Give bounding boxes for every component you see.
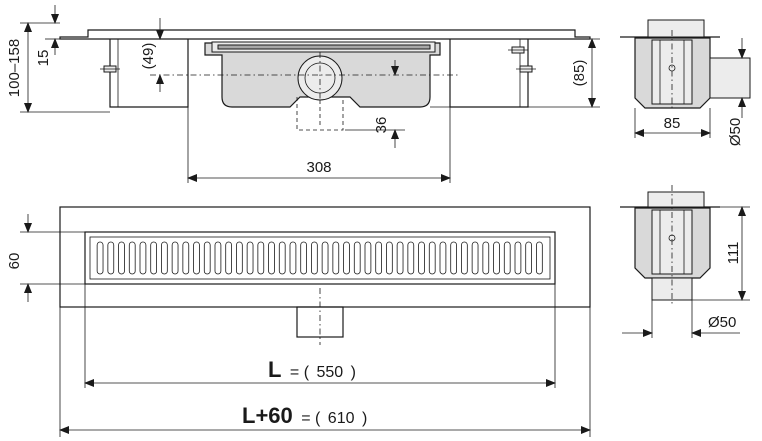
L-value: 550 [316, 364, 343, 381]
side2-top-block [647, 191, 705, 208]
grate-slot [503, 241, 511, 275]
grate-slot [525, 241, 533, 275]
grate-slot [439, 241, 447, 275]
grate-slot [321, 241, 329, 275]
L60-symbol: L+60 [242, 403, 293, 428]
L60-value: 610 [328, 410, 355, 427]
grate-slot [150, 241, 158, 275]
grate-slot [161, 241, 168, 275]
grate-slot [300, 241, 307, 275]
screw-right-a [508, 46, 528, 54]
screw-left [100, 65, 120, 73]
grate-slot [514, 241, 522, 275]
side-view-bottom: 111 Ø50 [620, 185, 750, 338]
grate-slot [375, 241, 382, 275]
dim-L-label: L = ( 550 ) [268, 357, 356, 382]
plan-view: 60 L = ( 550 ) L+60 = ( 610 ) [6, 206, 591, 437]
grate-slot [139, 241, 147, 275]
grate-slot [471, 241, 479, 275]
grate-slot [332, 241, 340, 275]
grate-slot [343, 241, 350, 275]
grate-slot [182, 241, 190, 275]
grate-slot [353, 241, 361, 275]
grate-slot [246, 241, 254, 275]
grate-bar [217, 44, 431, 50]
L-symbol: L [268, 357, 281, 382]
grate-slot [407, 241, 415, 275]
grate-slot [461, 241, 468, 275]
grate-slot [311, 241, 318, 275]
dim-height-range: 100–158 [6, 39, 23, 97]
outlet-pipe-hidden [296, 97, 344, 131]
plan-grate-outer [84, 231, 556, 285]
grate-slots [96, 241, 543, 275]
grate-slot [418, 241, 425, 275]
grate-slot [268, 241, 275, 275]
L-equals: = ( [290, 364, 310, 381]
screw-right-b [516, 65, 536, 73]
grate-slot [364, 241, 372, 275]
grate-slot [482, 241, 490, 275]
dim-side-width: 85 [664, 115, 681, 132]
dim-side-height: 111 [725, 242, 742, 265]
grate-slot [396, 241, 404, 275]
grate-slot [278, 241, 286, 275]
side-top-block [647, 19, 705, 38]
left-bracket [109, 39, 189, 108]
grate-slot [428, 241, 436, 275]
grate-slot [118, 241, 125, 275]
grate-slot [96, 241, 104, 275]
grate-slot [171, 241, 179, 275]
grate-slot [128, 241, 136, 275]
dim-frame-height: (49) [140, 43, 157, 70]
plan-grate-inner [89, 236, 551, 280]
dim-grate-width: 60 [6, 253, 23, 270]
front-dimensions: 100–158 15 (49) (85) 36 308 [6, 5, 596, 182]
grate-slot [214, 241, 222, 275]
grate-slot [203, 241, 211, 275]
dim-L60-label: L+60 = ( 610 ) [242, 403, 367, 428]
grate-slot [536, 241, 543, 275]
grate-slot [225, 241, 233, 275]
dim-body-depth: (85) [571, 60, 588, 87]
grate-slot [236, 241, 243, 275]
front-section-view [20, 22, 600, 183]
grate-slot [386, 241, 393, 275]
grate-slot [289, 241, 297, 275]
grate-slot [450, 241, 457, 275]
L60-equals: = ( [301, 410, 321, 427]
side-view-top: 85 Ø50 [620, 19, 751, 146]
side-outlet [709, 57, 751, 99]
L60-close: ) [362, 410, 367, 427]
dim-outlet-offset: 36 [373, 117, 390, 134]
dim-outlet-diameter-top: Ø50 [727, 118, 744, 146]
grate-slot [107, 241, 115, 275]
grate-slot [493, 241, 500, 275]
flange-plate [59, 29, 591, 40]
grate-slot [257, 241, 265, 275]
dim-body-width: 308 [306, 159, 331, 176]
grate-slot [193, 241, 200, 275]
L-close: ) [351, 364, 356, 381]
dim-flange: 15 [35, 50, 52, 67]
dim-outlet-diameter-bottom: Ø50 [708, 314, 736, 331]
